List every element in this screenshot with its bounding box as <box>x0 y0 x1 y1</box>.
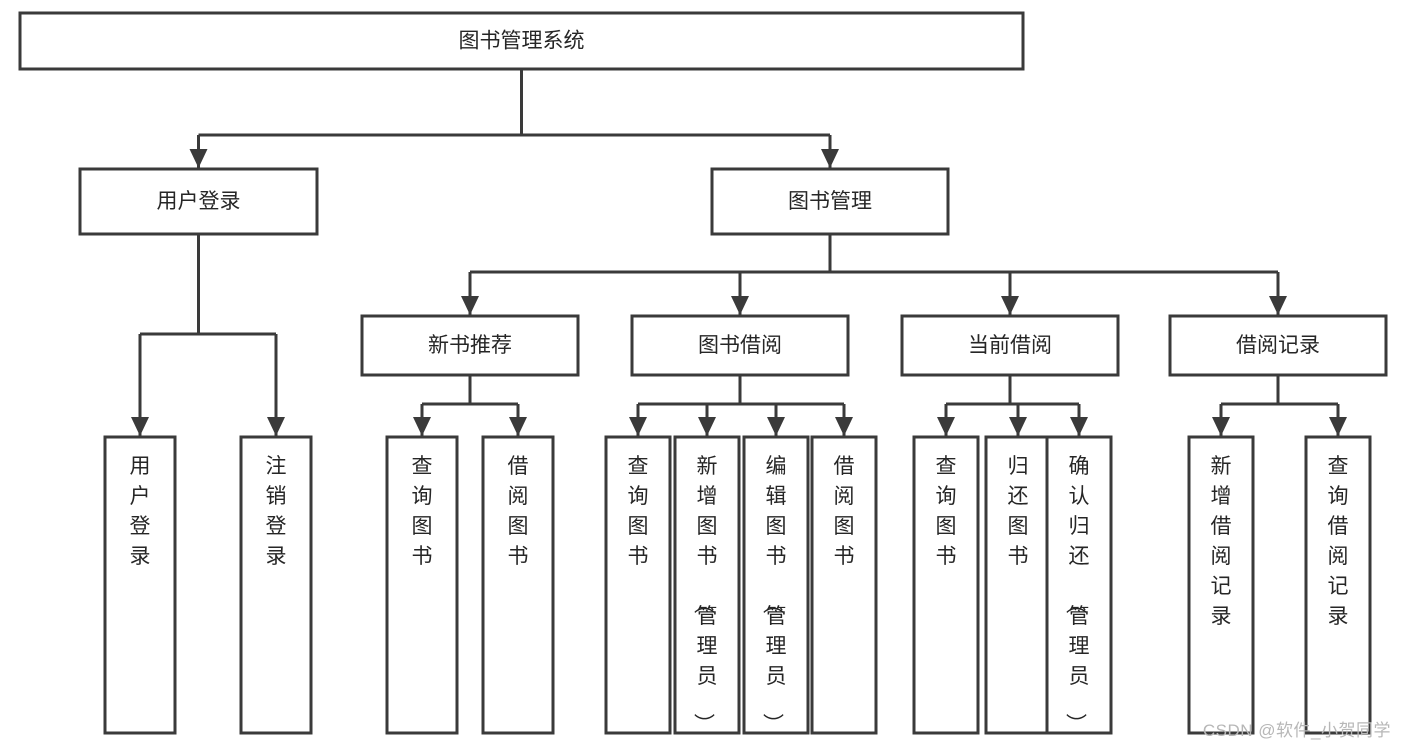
node-label-current-borrow: 当前借阅 <box>968 334 1052 357</box>
node-box-leaf-logout <box>239 435 313 735</box>
node-leaf-query-record[interactable]: 查询借阅记录 <box>1304 435 1372 735</box>
node-leaf-logout[interactable]: 注销登录 <box>239 435 313 735</box>
node-layer: 图书管理系统用户登录图书管理新书推荐图书借阅当前借阅借阅记录用户登录注销登录查询… <box>18 11 1388 735</box>
node-leaf-edit-book[interactable]: 编辑图书（管理员） <box>742 435 810 735</box>
user-login-arrow-leaf-logout <box>267 417 285 436</box>
node-label-leaf-query-book-2: 查询图书 <box>628 455 649 568</box>
node-leaf-user-login[interactable]: 用户登录 <box>103 435 177 735</box>
node-box-book-borrow <box>630 314 850 377</box>
node-box-root <box>18 11 1025 71</box>
node-label-leaf-add-record: 新增借阅记录 <box>1211 455 1232 628</box>
node-box-leaf-query-book-2 <box>604 435 672 735</box>
node-leaf-add-book[interactable]: 新增图书（管理员） <box>673 435 741 735</box>
current-borrow-arrow-leaf-return-book <box>1009 417 1027 436</box>
node-book-borrow[interactable]: 图书借阅 <box>630 314 850 377</box>
node-book-manage[interactable]: 图书管理 <box>710 167 950 236</box>
node-box-leaf-confirm-return <box>1045 435 1113 735</box>
new-book-recommend-arrow-leaf-borrow-book-1 <box>509 417 527 436</box>
node-new-book-recommend[interactable]: 新书推荐 <box>360 314 580 377</box>
node-box-leaf-borrow-book-2 <box>810 435 878 735</box>
node-box-leaf-user-login <box>103 435 177 735</box>
node-box-leaf-add-book <box>673 435 741 735</box>
node-label-borrow-record: 借阅记录 <box>1236 334 1320 357</box>
book-borrow-arrow-leaf-query-book-2 <box>629 417 647 436</box>
borrow-record-arrow-leaf-add-record <box>1212 417 1230 436</box>
node-borrow-record[interactable]: 借阅记录 <box>1168 314 1388 377</box>
node-leaf-add-record[interactable]: 新增借阅记录 <box>1187 435 1255 735</box>
current-borrow-arrow-leaf-confirm-return <box>1070 417 1088 436</box>
node-box-user-login <box>78 167 319 236</box>
node-label-leaf-query-record: 查询借阅记录 <box>1328 455 1349 628</box>
node-box-leaf-query-record <box>1304 435 1372 735</box>
node-label-leaf-add-book: 新增图书（管理员） <box>692 455 718 734</box>
node-box-leaf-add-record <box>1187 435 1255 735</box>
node-box-leaf-query-book-1 <box>385 435 459 735</box>
node-label-leaf-user-login: 用户登录 <box>130 455 151 568</box>
node-label-user-login: 用户登录 <box>157 190 241 213</box>
connector-layer <box>131 69 1347 436</box>
node-label-leaf-confirm-return: 确认归还（管理员） <box>1064 455 1090 734</box>
node-leaf-query-book-3[interactable]: 查询图书 <box>912 435 980 735</box>
node-label-leaf-borrow-book-2: 借阅图书 <box>834 455 855 568</box>
node-label-leaf-query-book-3: 查询图书 <box>936 455 957 568</box>
node-box-leaf-query-book-3 <box>912 435 980 735</box>
book-manage-arrow-borrow-record <box>1269 296 1287 315</box>
user-login-arrow-leaf-user-login <box>131 417 149 436</box>
node-box-leaf-return-book <box>984 435 1052 735</box>
node-leaf-borrow-book-1[interactable]: 借阅图书 <box>481 435 555 735</box>
node-leaf-query-book-1[interactable]: 查询图书 <box>385 435 459 735</box>
node-leaf-confirm-return[interactable]: 确认归还（管理员） <box>1045 435 1113 735</box>
node-leaf-borrow-book-2[interactable]: 借阅图书 <box>810 435 878 735</box>
node-root[interactable]: 图书管理系统 <box>18 11 1025 71</box>
node-label-leaf-borrow-book-1: 借阅图书 <box>508 455 529 568</box>
book-manage-arrow-new-book-recommend <box>461 296 479 315</box>
book-manage-arrow-current-borrow <box>1001 296 1019 315</box>
node-box-new-book-recommend <box>360 314 580 377</box>
node-label-root: 图书管理系统 <box>459 30 585 53</box>
node-label-leaf-query-book-1: 查询图书 <box>412 455 433 568</box>
node-current-borrow[interactable]: 当前借阅 <box>900 314 1120 377</box>
book-borrow-arrow-leaf-add-book <box>698 417 716 436</box>
book-manage-arrow-book-borrow <box>731 296 749 315</box>
borrow-record-arrow-leaf-query-record <box>1329 417 1347 436</box>
node-leaf-query-book-2[interactable]: 查询图书 <box>604 435 672 735</box>
current-borrow-arrow-leaf-query-book-3 <box>937 417 955 436</box>
node-box-leaf-edit-book <box>742 435 810 735</box>
node-box-current-borrow <box>900 314 1120 377</box>
node-label-leaf-return-book: 归还图书 <box>1008 455 1029 568</box>
node-user-login[interactable]: 用户登录 <box>78 167 319 236</box>
node-box-leaf-borrow-book-1 <box>481 435 555 735</box>
node-label-book-borrow: 图书借阅 <box>698 334 782 357</box>
new-book-recommend-arrow-leaf-query-book-1 <box>413 417 431 436</box>
node-box-borrow-record <box>1168 314 1388 377</box>
root-arrow-book-manage <box>821 149 839 168</box>
node-label-book-manage: 图书管理 <box>788 190 872 213</box>
node-label-leaf-edit-book: 编辑图书（管理员） <box>761 455 787 734</box>
book-borrow-arrow-leaf-borrow-book-2 <box>835 417 853 436</box>
book-borrow-arrow-leaf-edit-book <box>767 417 785 436</box>
node-leaf-return-book[interactable]: 归还图书 <box>984 435 1052 735</box>
node-label-leaf-logout: 注销登录 <box>266 455 287 568</box>
root-arrow-user-login <box>189 149 208 168</box>
node-box-book-manage <box>710 167 950 236</box>
node-label-new-book-recommend: 新书推荐 <box>428 334 512 357</box>
